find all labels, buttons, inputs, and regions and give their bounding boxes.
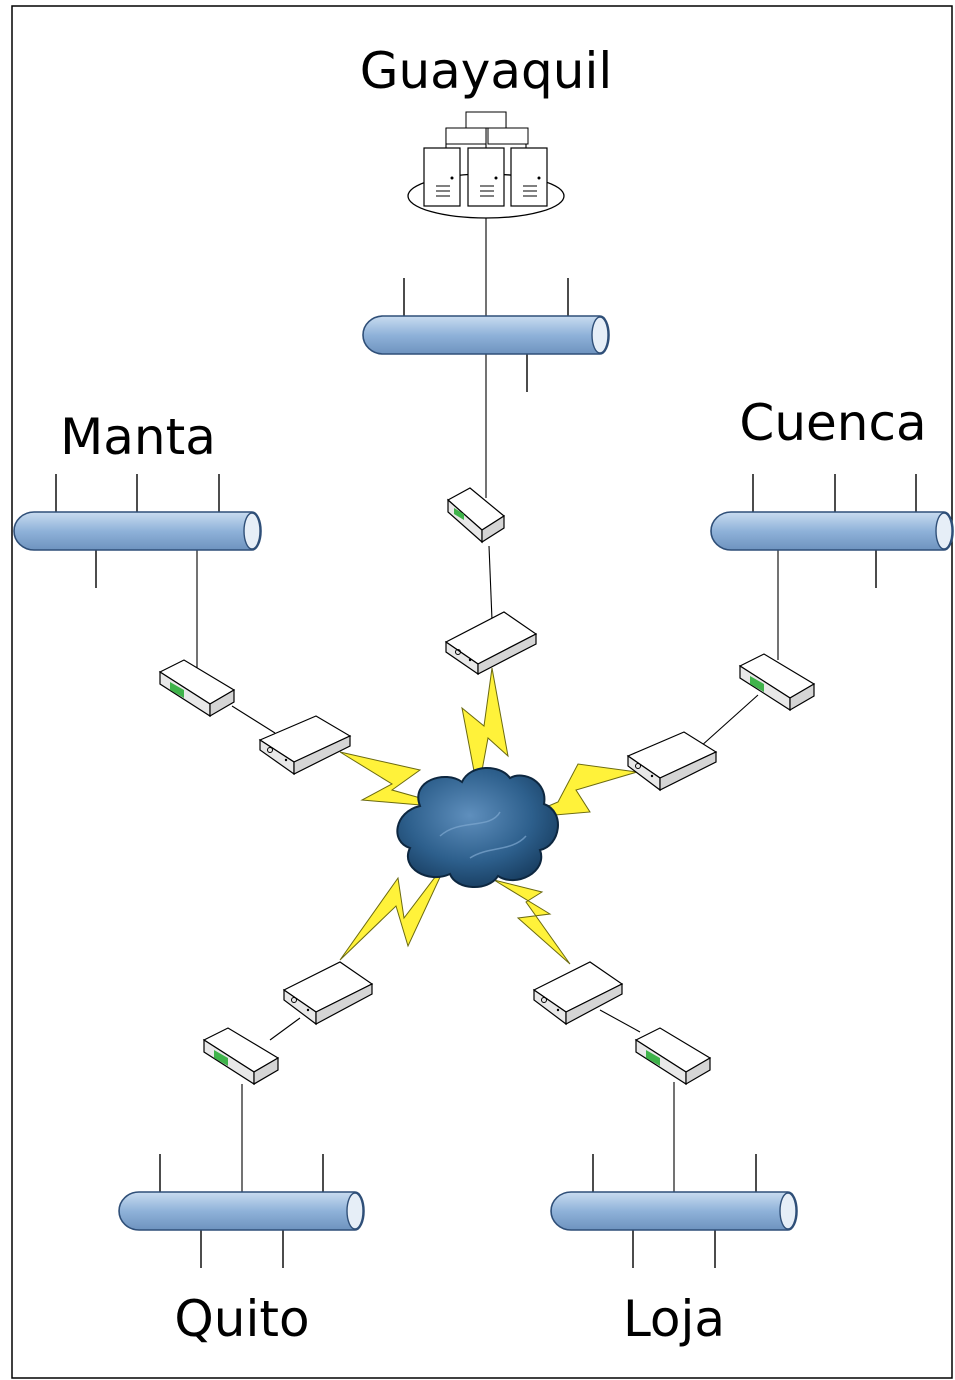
- server-cluster-icon: [407, 111, 565, 219]
- network-links: [196, 218, 779, 1192]
- cloud-icon: [396, 766, 559, 889]
- router-icon: [738, 653, 816, 712]
- router-icon: [158, 659, 236, 718]
- modem-icon: [626, 731, 718, 792]
- label-quito: Quito: [174, 1290, 309, 1348]
- router-icon: [202, 1027, 280, 1086]
- lan-bus-loja: [550, 1154, 798, 1268]
- router-icon: [634, 1027, 712, 1086]
- label-guayaquil: Guayaquil: [360, 42, 613, 100]
- modem-icon: [532, 961, 624, 1026]
- label-cuenca: Cuenca: [739, 394, 926, 452]
- lan-bus-cuenca: [710, 474, 954, 588]
- modem-icon: [444, 611, 538, 676]
- label-manta: Manta: [60, 408, 216, 466]
- router-icon: [446, 487, 506, 544]
- modem-icon: [258, 715, 352, 776]
- diagram-frame: [11, 5, 953, 1379]
- lan-bus-quito: [118, 1154, 365, 1268]
- lan-bus-manta: [13, 474, 262, 588]
- modem-icon: [282, 961, 374, 1026]
- label-loja: Loja: [623, 1290, 725, 1348]
- lan-bus-guayaquil: [362, 278, 610, 392]
